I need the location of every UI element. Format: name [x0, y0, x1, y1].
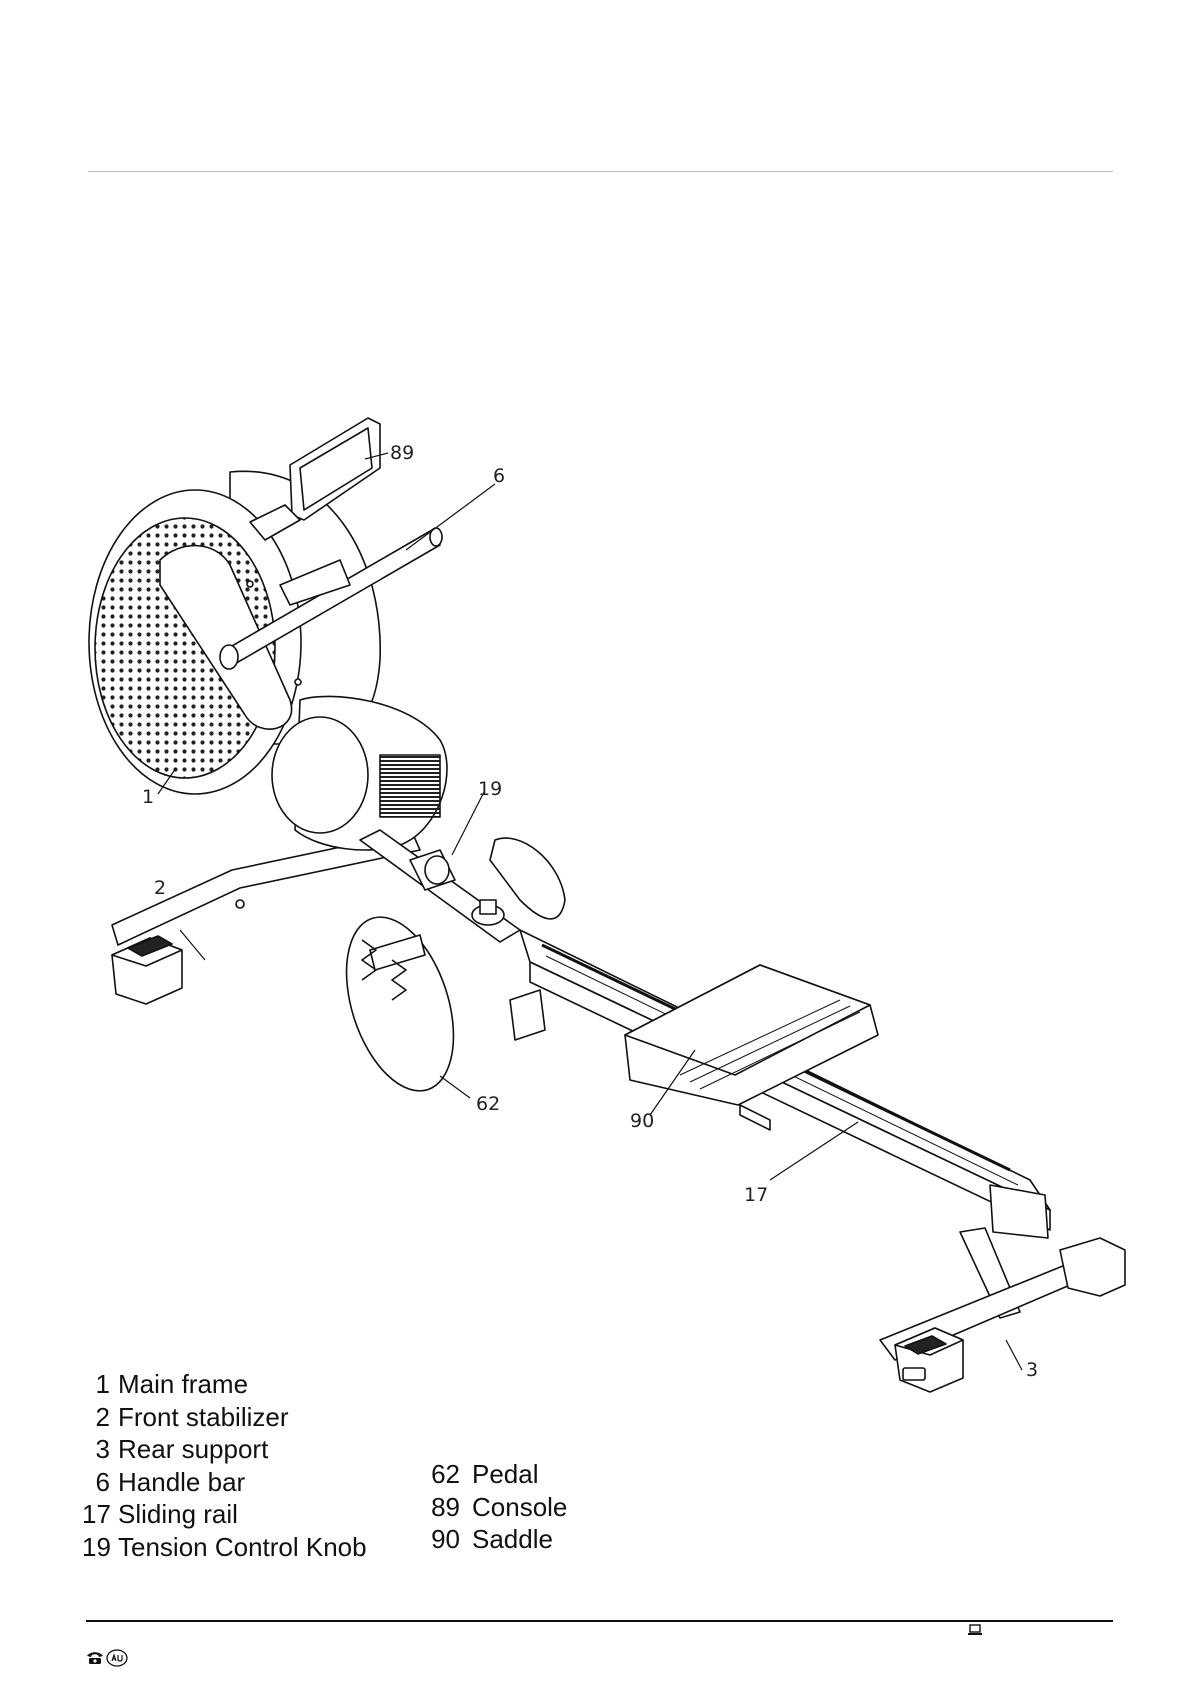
- part-number: 62: [430, 1458, 460, 1491]
- part-name: Sliding rail: [118, 1499, 238, 1529]
- legend-row: 2 Front stabilizer: [82, 1401, 367, 1434]
- laptop-icon: [968, 1624, 982, 1636]
- legend-row: 6 Handle bar: [82, 1466, 367, 1499]
- callout-1: 1: [142, 786, 154, 808]
- callout-62: 62: [476, 1093, 500, 1115]
- rear-support-part: [880, 1228, 1125, 1392]
- legend-row: 19 Tension Control Knob: [82, 1531, 367, 1564]
- part-number: 2: [82, 1401, 110, 1434]
- part-number: 89: [430, 1491, 460, 1524]
- part-number: 17: [82, 1498, 110, 1531]
- callout-6: 6: [493, 465, 505, 487]
- parts-legend-left: 1 Main frame 2 Front stabilizer 3 Rear supp…: [82, 1368, 367, 1563]
- legend-row: 90 Saddle: [430, 1523, 567, 1556]
- legend-row: 1 Main frame: [82, 1368, 367, 1401]
- rowing-machine-diagram: 1 2 3 6 17 19 62 89 90: [0, 380, 1191, 1420]
- part-name: Rear support: [118, 1434, 268, 1464]
- part-name: Saddle: [472, 1524, 553, 1554]
- part-number: 1: [82, 1368, 110, 1401]
- part-name: Main frame: [118, 1369, 248, 1399]
- part-number: 3: [82, 1433, 110, 1466]
- legend-row: 3 Rear support: [82, 1433, 367, 1466]
- legend-row: 17 Sliding rail: [82, 1498, 367, 1531]
- phone-icon: [86, 1651, 104, 1665]
- part-name: Front stabilizer: [118, 1402, 289, 1432]
- callout-3: 3: [1026, 1359, 1038, 1381]
- au-badge-icon: [106, 1649, 128, 1667]
- footer-divider: [86, 1620, 1113, 1622]
- part-name: Tension Control Knob: [118, 1532, 367, 1562]
- part-name: Pedal: [472, 1459, 539, 1489]
- callout-89: 89: [390, 442, 414, 464]
- part-number: 90: [430, 1523, 460, 1556]
- callout-90: 90: [630, 1110, 654, 1132]
- part-number: 19: [82, 1531, 110, 1564]
- parts-legend-right: 62 Pedal 89 Console 90 Saddle: [430, 1458, 567, 1556]
- part-name: Handle bar: [118, 1467, 245, 1497]
- legend-row: 62 Pedal: [430, 1458, 567, 1491]
- part-name: Console: [472, 1492, 567, 1522]
- callout-19: 19: [478, 778, 502, 800]
- header-divider: [88, 171, 1113, 172]
- part-number: 6: [82, 1466, 110, 1499]
- callout-17: 17: [744, 1184, 768, 1206]
- legend-row: 89 Console: [430, 1491, 567, 1524]
- callout-2: 2: [154, 877, 166, 899]
